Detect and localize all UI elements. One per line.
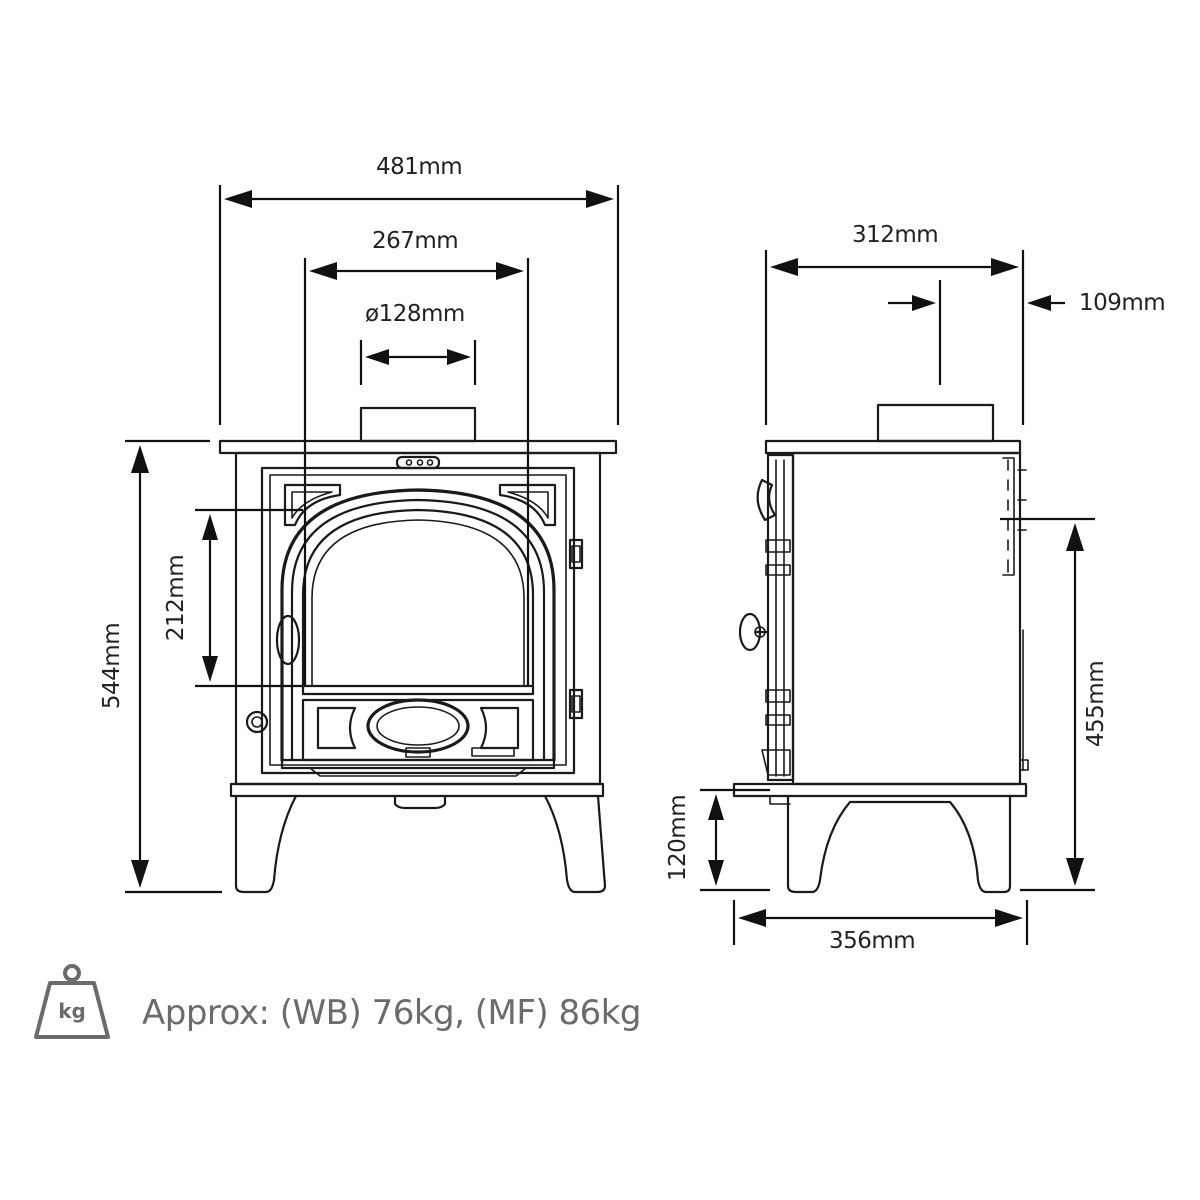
window-glass <box>301 508 535 688</box>
door-handle <box>275 614 301 666</box>
label-flue-height: 455mm <box>1083 660 1109 748</box>
window-arch-outer <box>280 488 556 762</box>
label-flue-offset: 109mm <box>1079 290 1166 316</box>
side-flue-collar <box>876 403 995 443</box>
vent-left <box>316 706 357 750</box>
weight-icon-label: kg <box>58 999 86 1023</box>
label-overall-width: 481mm <box>376 154 463 180</box>
extension-lines <box>125 185 1095 945</box>
hinge-bottom <box>568 688 584 720</box>
label-leg-height: 120mm <box>665 794 691 882</box>
side-legs <box>786 794 1012 894</box>
label-side-depth: 312mm <box>852 222 939 248</box>
vent-right <box>479 706 520 750</box>
side-body <box>791 451 1022 786</box>
front-leg-left <box>234 794 298 894</box>
side-hinge-top <box>756 478 777 522</box>
front-leg-right <box>543 794 607 894</box>
hinge-top <box>568 538 584 570</box>
front-flue-collar <box>359 406 477 443</box>
front-top-plate <box>218 439 618 455</box>
airwash-oval <box>366 698 470 754</box>
ashpan-tab <box>393 794 447 810</box>
label-flue-spacing: 267mm <box>372 228 459 254</box>
label-flue-diameter: ø128mm <box>365 301 465 327</box>
firebox-grate <box>301 684 535 696</box>
front-base-plate <box>229 782 605 798</box>
front-view <box>218 406 618 894</box>
top-air-control <box>395 455 441 470</box>
label-glass-height: 212mm <box>163 554 189 642</box>
weight-icon <box>34 964 110 1039</box>
side-air-knob <box>245 710 269 734</box>
front-body <box>234 451 602 786</box>
label-overall-height: 544mm <box>99 622 125 710</box>
side-view <box>732 403 1029 894</box>
weight-text: Approx: (WB) 76kg, (MF) 86kg <box>142 993 642 1033</box>
door-corner-left <box>283 483 342 527</box>
dimension-arrows <box>131 190 1084 927</box>
side-door-profile <box>766 453 795 782</box>
side-base-plate <box>732 782 1028 798</box>
rear-shield <box>1002 457 1015 576</box>
label-base-depth: 356mm <box>829 928 916 954</box>
side-top-plate <box>764 439 1022 455</box>
